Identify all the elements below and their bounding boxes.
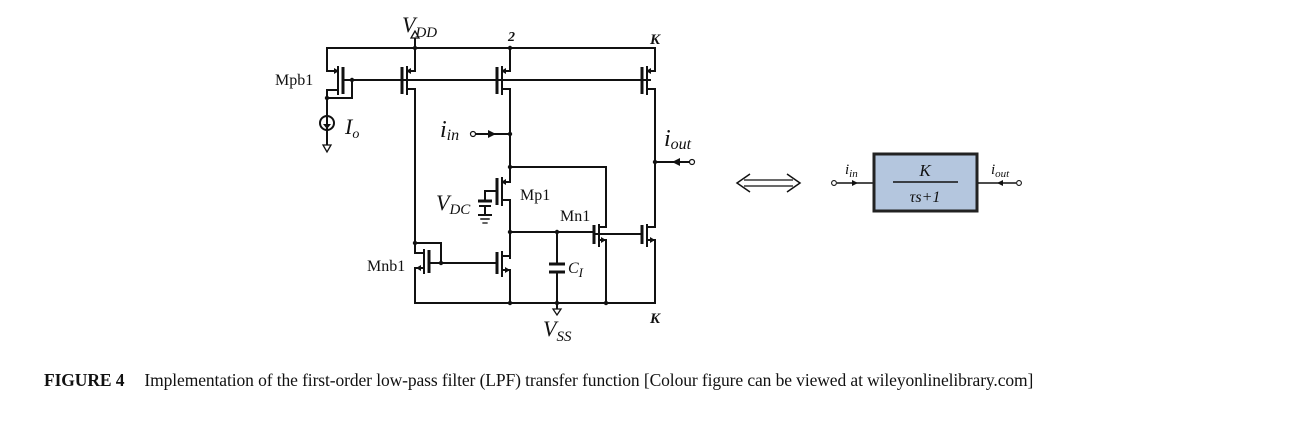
mpb1-label: Mpb1 — [275, 72, 313, 89]
transistor-mn-mirror — [495, 251, 511, 304]
block-output-label: iout — [991, 162, 1010, 180]
transistor-mn1 — [592, 224, 643, 304]
mnb1-label: Mnb1 — [367, 258, 405, 275]
circuit-schematic: VDD 2 K K Mpb1 Mp1 Mn1 Mnb1 Io iin iout … — [275, 12, 696, 345]
mn1-label: Mn1 — [560, 208, 590, 225]
mirror-ratio-k-top: K — [649, 32, 661, 48]
vss-label: VSS — [543, 316, 572, 345]
transistor-mp1 — [478, 177, 511, 259]
figure-caption: FIGURE 4 Implementation of the first-orde… — [44, 370, 1033, 391]
figure-number: FIGURE 4 — [44, 370, 125, 390]
vdd-label: VDD — [402, 12, 437, 41]
transistor-mnb1 — [412, 240, 498, 304]
transistor-mn-k — [640, 221, 656, 304]
capacitor-ci — [549, 231, 565, 304]
caption-text: Implementation of the first-order low-pa… — [144, 370, 1034, 390]
vss-terminal-icon — [551, 308, 563, 317]
tf-numerator: K — [918, 161, 932, 180]
ground-terminal-icon — [321, 144, 333, 154]
iin-label: iin — [440, 117, 459, 144]
mirror-ratio-k-bottom: K — [649, 311, 661, 327]
block-input-label: iin — [845, 162, 858, 180]
io-label: Io — [344, 114, 359, 142]
mp1-label: Mp1 — [520, 187, 550, 204]
transistor-mirror-p2 — [495, 47, 511, 183]
ci-label: CI — [568, 260, 584, 280]
iout-label: iout — [664, 126, 692, 153]
transfer-function-block: iin K τs+1 iout — [831, 152, 1022, 213]
current-source-io — [319, 97, 335, 154]
vdd-terminal-icon — [409, 29, 421, 39]
transistor-mirror-pk — [640, 47, 656, 223]
mirror-ratio-2: 2 — [507, 30, 515, 45]
tf-denominator: τs+1 — [910, 189, 941, 206]
input-current-terminal — [469, 130, 513, 138]
vdc-label: VDC — [436, 190, 471, 218]
output-current-terminal — [652, 158, 696, 166]
lpf-figure: VDD 2 K K Mpb1 Mp1 Mn1 Mnb1 Io iin iout … — [275, 12, 1022, 345]
transistor-mpb1 — [324, 47, 651, 101]
transistor-mirror-p1 — [400, 47, 416, 244]
equivalence-arrow-icon — [735, 173, 802, 193]
